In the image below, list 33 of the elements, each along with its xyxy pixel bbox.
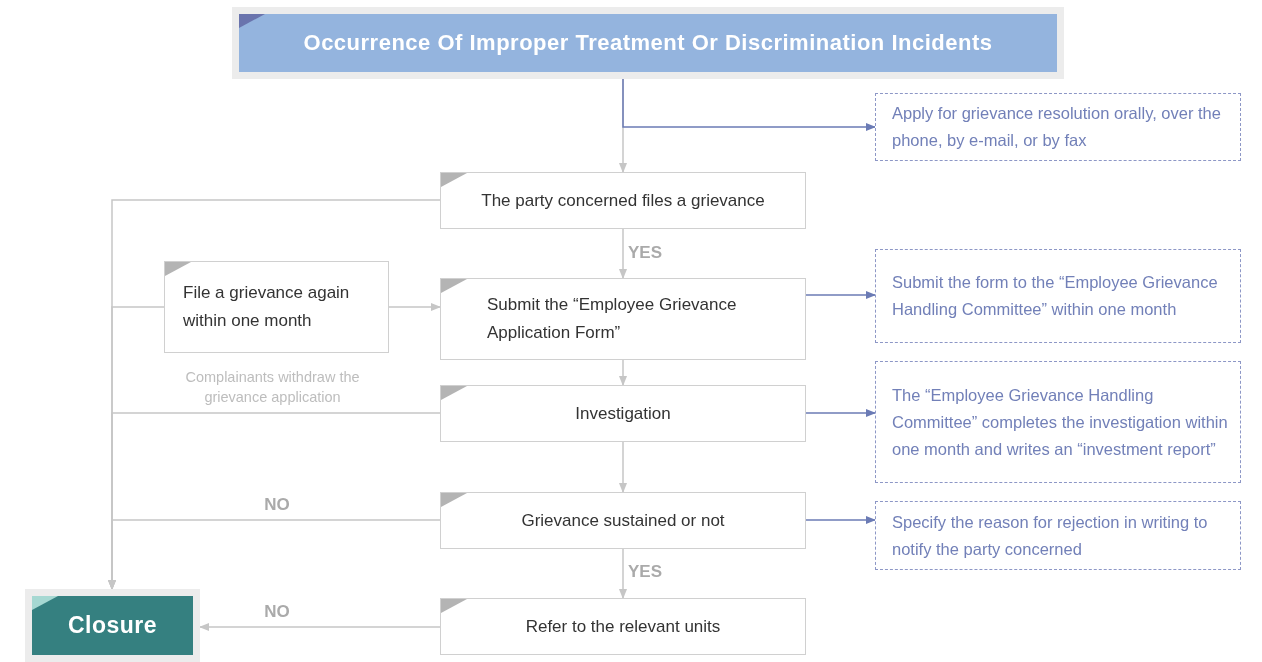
note-box (875, 361, 1241, 483)
arrow (618, 441, 628, 494)
step-text: File a grievance again within one month (183, 282, 351, 332)
end-text: Closure (67, 612, 158, 639)
note-text: The “Employee Grievance Handling Committee” completes the investigation within one month and writes an “investment report” (892, 384, 1228, 460)
step-text: Grievance sustained or not (521, 509, 725, 532)
arrow (622, 78, 877, 132)
note-text: Apply for grievance resolution orally, over the phone, by e-mail, or by fax (892, 103, 1222, 151)
arrow (618, 228, 628, 280)
note-box (875, 93, 1241, 161)
note-text: Submit the form to the “Employee Grievance Handling Committee” within one month (892, 272, 1219, 320)
process-box (164, 261, 389, 353)
arrow (388, 302, 442, 312)
note-box (875, 501, 1241, 570)
step-text: Submit the “Employee Grievance Application Form” (487, 294, 738, 344)
title-text: Occurrence Of Improper Treatment Or Discrimination Incidents (303, 30, 993, 56)
arrow (618, 359, 628, 387)
process-box (440, 598, 806, 655)
note-box (875, 249, 1241, 343)
process-box (440, 492, 806, 549)
arrow (805, 515, 877, 525)
note-text: Specify the reason for rejection in writing to notify the party concerned (892, 511, 1209, 560)
process-box (440, 385, 806, 442)
arrow (805, 290, 877, 300)
arrow (805, 408, 877, 418)
title-frame (232, 7, 1064, 79)
step-text: The party concerned files a grievance (481, 189, 765, 212)
process-box (440, 278, 806, 360)
end-frame (25, 589, 200, 662)
step-text: Refer to the relevant units (525, 615, 721, 638)
step-text: Investigation (575, 402, 671, 425)
arrow (618, 548, 628, 600)
process-box (440, 172, 806, 229)
